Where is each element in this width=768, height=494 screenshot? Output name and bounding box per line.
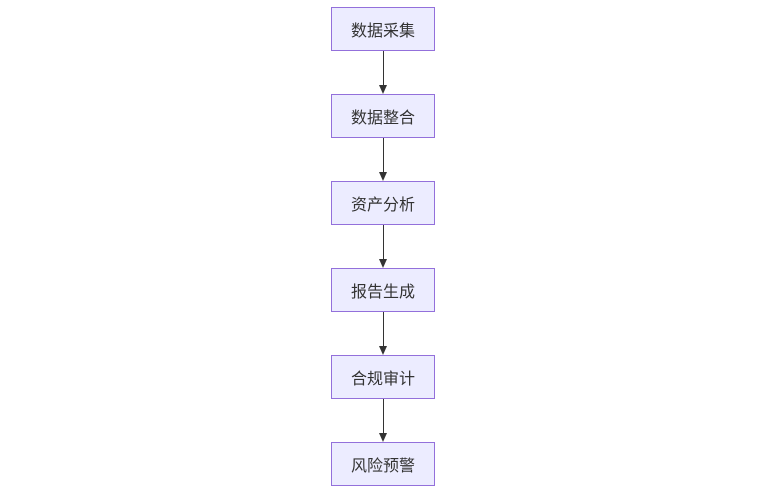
arrow-down	[379, 51, 387, 94]
arrow-shaft	[382, 399, 384, 433]
arrowhead-icon	[379, 433, 387, 442]
arrow-shaft	[382, 51, 384, 85]
flowchart-node-data-collection[interactable]: 数据采集	[331, 7, 435, 51]
flowchart-node-compliance-audit[interactable]: 合规审计	[331, 355, 435, 399]
arrow-down	[379, 312, 387, 355]
node-label: 报告生成	[350, 284, 415, 301]
arrow-shaft	[382, 312, 384, 346]
node-label: 合规审计	[350, 371, 415, 388]
node-label: 资产分析	[350, 197, 415, 214]
arrow-down	[379, 138, 387, 181]
arrow-shaft	[382, 138, 384, 172]
node-label: 数据整合	[350, 110, 415, 127]
arrowhead-icon	[379, 85, 387, 94]
node-label: 风险预警	[350, 458, 415, 475]
arrowhead-icon	[379, 172, 387, 181]
node-label: 数据采集	[350, 23, 415, 40]
arrow-shaft	[382, 225, 384, 259]
arrowhead-icon	[379, 346, 387, 355]
flowchart-node-data-integration[interactable]: 数据整合	[331, 94, 435, 138]
arrow-down	[379, 399, 387, 442]
arrow-down	[379, 225, 387, 268]
arrowhead-icon	[379, 259, 387, 268]
flowchart-node-report-generation[interactable]: 报告生成	[331, 268, 435, 312]
flowchart-node-risk-warning[interactable]: 风险预警	[331, 442, 435, 486]
flowchart-column: 数据采集 数据整合 资产分析 报告生成 合规审计	[331, 7, 435, 486]
flowchart-node-asset-analysis[interactable]: 资产分析	[331, 181, 435, 225]
